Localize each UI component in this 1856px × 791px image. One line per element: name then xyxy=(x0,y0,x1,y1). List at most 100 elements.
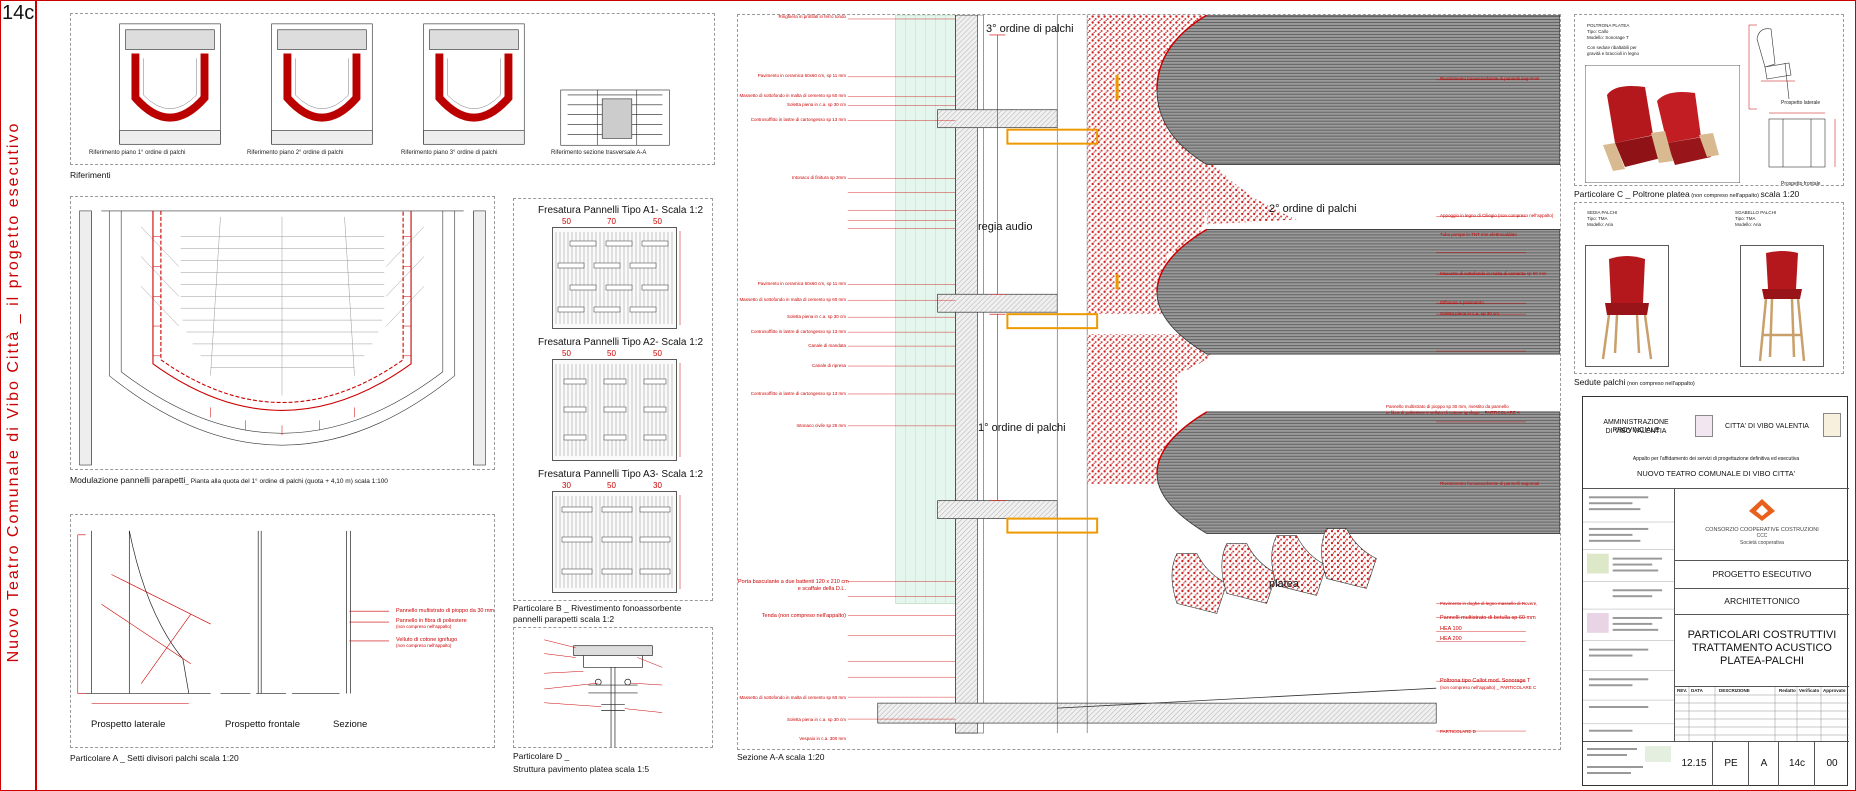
tb-designers-list xyxy=(1583,496,1674,732)
sedia-palchi-image xyxy=(1585,245,1669,367)
section-left-note-14: Intonaco civile sp 25 mm xyxy=(796,423,846,428)
section-left-note-2: Pavimento in ceramica 60x60 cm, sp 11 mm xyxy=(757,73,846,78)
panel-a2-drawing xyxy=(552,359,681,461)
tb-rev-header-2: DATA xyxy=(1691,688,1703,693)
ref-thumb-2-label: Riferimento piano 2° ordine di palchi xyxy=(247,150,344,156)
section-right-note-5: Diffusore a pavimento xyxy=(1440,300,1484,305)
tb-drawing-title-3: PLATEA-PALCHI xyxy=(1720,655,1804,667)
tb-consortium-1: CONSORZIO COOPERATIVE COSTRUZIONI xyxy=(1705,527,1819,533)
sgabello-label-1: SGABELLO PALCHI xyxy=(1735,210,1777,215)
section-right-note-15: (non compreso nell'appalto) _ PARTICOLAR… xyxy=(1440,685,1537,690)
pc-note-5: gravità e braccioli in legno xyxy=(1587,51,1640,56)
tb-code-strip: 12.15 PE A 14c 00 xyxy=(1583,741,1849,786)
particolare-d-drawing xyxy=(544,639,663,747)
section-left-note-8: Massetto di sottofondo in malta di cemen… xyxy=(739,297,846,302)
section-label-order1: 1° ordine di palchi xyxy=(978,422,1066,434)
section-left-note-4: Soletta piena in c.a. sp 30 cm xyxy=(786,102,846,107)
sgabello-label-2: Tipo: TMA xyxy=(1735,216,1756,221)
tb-code-cells: 12.15 PE A 14c 00 xyxy=(1675,742,1849,786)
panel-a3-drawing xyxy=(552,491,681,593)
sedute-panel: SEDIA PALCHI Tipo: TMA Modello: Aria SGA… xyxy=(1574,202,1844,374)
section-right-note-3: Tubo pompe in TNT mm elettrosaldato xyxy=(1440,232,1517,237)
tb-discipline-box: ARCHITETTONICO xyxy=(1675,589,1849,615)
sgabello-label-3: Modello: Aria xyxy=(1735,222,1762,227)
panel-a1-title: Fresatura Pannelli Tipo A1- Scala 1:2 xyxy=(538,205,704,216)
tb-code-1: 12.15 xyxy=(1681,758,1707,769)
section-left-note-1: Ringhiera in profilati in ferro tondo xyxy=(778,14,846,19)
panel-a1-drawing xyxy=(552,227,681,329)
plan-caption: Modulazione pannelli parapetti_ Pianta a… xyxy=(70,475,388,485)
particolare-c-panel: POLTRONA PLATEA Tipo: Callo Modello: Son… xyxy=(1574,14,1844,187)
tb-consortium-2: CCC xyxy=(1756,533,1768,539)
pa-view-lateral: Prospetto laterale xyxy=(91,719,166,730)
pc-note-1: POLTRONA PLATEA xyxy=(1587,23,1630,28)
panel-a3-dim-2: 50 xyxy=(607,481,616,490)
sedute-caption-main: Sedute palchi xyxy=(1574,377,1626,387)
section-left-note-11: Canale di mandata xyxy=(808,343,846,348)
tb-consortium: CONSORZIO COOPERATIVE COSTRUZIONI CCC So… xyxy=(1675,489,1849,561)
consortium-logo-icon xyxy=(1749,499,1775,521)
tb-drawing-title-2: TRATTAMENTO ACUSTICO xyxy=(1692,642,1832,654)
section-right-note-12: HEA 100 xyxy=(1440,626,1462,632)
section-right-note-8: in fibra di poliestere e velluto di coto… xyxy=(1386,410,1520,415)
poltrona-image xyxy=(1585,65,1740,183)
tb-rev-header-1: REV. xyxy=(1677,688,1688,693)
particolare-d-panel xyxy=(513,627,713,748)
ref-thumb-3-label: Riferimento piano 3° ordine di palchi xyxy=(401,150,498,156)
section-left-note-13: Controsoffitto in lastre di cartongesso … xyxy=(750,391,846,396)
section-left-note-5: Controsoffitto in lastre di cartongesso … xyxy=(750,117,846,122)
ref-thumb-4-label: Riferimento sezione trasversale A-A xyxy=(551,150,647,156)
pa-note-1: Pannello multistrato di pioppo da 30 mm xyxy=(396,608,495,614)
tb-revision-grid xyxy=(1675,687,1849,741)
particolare-b-caption-1: Particolare B _ Rivestimento fonoassorbe… xyxy=(513,603,682,613)
section-left-note-17: Tenda (non compreso nell'appalto) xyxy=(761,613,846,619)
tb-drawing-title-box: PARTICOLARI COSTRUTTIVI TRATTAMENTO ACUS… xyxy=(1675,615,1849,687)
pc-note-4: Con sedute ribaltabili per xyxy=(1587,45,1637,50)
tb-client-left-2: DI VIBO VALENTIA xyxy=(1605,428,1667,435)
pa-note-5: (non compreso nell'appalto) xyxy=(396,643,452,648)
tb-client-left-1: AMMINISTRAZIONE PROVINCIALE xyxy=(1603,419,1669,435)
tb-code-left-info xyxy=(1587,746,1671,774)
section-left-note-15: Porta basculante a due battenti 120 x 21… xyxy=(738,579,849,585)
references-panel: Riferimento piano 1° ordine di palchi Ri… xyxy=(70,13,715,165)
tb-code-2: PE xyxy=(1724,758,1738,769)
reference-thumbnails xyxy=(119,23,670,146)
pa-note-4: Velluto di cotone ignifugo xyxy=(396,637,458,643)
particolare-b-caption-2: pannelli parapetti scala 1:2 xyxy=(513,614,615,624)
section-right-note-1: Rivestimento fonoassorbente di pannelli … xyxy=(1440,76,1540,81)
panel-a2-dim-1: 50 xyxy=(562,349,571,358)
section-right-note-9: Rivestimento fonoassorbente di pannelli … xyxy=(1440,481,1540,486)
pc-note-2: Tipo: Callo xyxy=(1587,29,1609,34)
section-right-note-4: Massetto di sottofondo in malta di cemen… xyxy=(1440,271,1547,276)
section-left-note-12: Canale di ripresa xyxy=(811,363,846,368)
particolare-a-drawing xyxy=(77,530,390,704)
tb-header: AMMINISTRAZIONE PROVINCIALE DI VIBO VALE… xyxy=(1583,397,1849,489)
tb-rev-header-4: Redatto xyxy=(1779,688,1796,693)
particolare-c-caption: Particolare C _ Poltrone platea (non com… xyxy=(1574,189,1799,199)
province-crest-icon xyxy=(1695,415,1713,437)
section-label-platea: platea xyxy=(1269,578,1299,590)
poltrona-elevations xyxy=(1748,24,1836,168)
section-right-note-7: Pannello multistrato di pioppo sp 30 mm,… xyxy=(1386,404,1509,409)
panel-a3-title: Fresatura Pannelli Tipo A3- Scala 1:2 xyxy=(538,469,704,480)
sedute-caption: Sedute palchi (non compreso nell'appalto… xyxy=(1574,377,1695,387)
city-crest-icon xyxy=(1823,413,1841,437)
panel-a2-dim-2: 50 xyxy=(607,349,616,358)
particolare-a-caption: Particolare A _ Setti divisori palchi sc… xyxy=(70,753,239,763)
section-label-order3: 3° ordine di palchi xyxy=(986,23,1074,35)
section-right-note-16: PARTICOLARE D xyxy=(1440,729,1476,734)
section-right-note-10: Pavimento in doghe di legno massello di … xyxy=(1440,601,1538,606)
tb-phase: PROGETTO ESECUTIVO xyxy=(1712,569,1812,579)
section-left-note-19: Soletta piena in c.a. sp 30 cm xyxy=(786,717,846,722)
tb-designers-column xyxy=(1583,489,1675,741)
plan-caption-main: Modulazione pannelli parapetti xyxy=(70,475,186,485)
section-label-regia: regia audio xyxy=(978,221,1033,233)
tb-client-right: CITTA' DI VIBO VALENTIA xyxy=(1725,423,1809,430)
sedia-label-3: Modello: Aria xyxy=(1587,222,1614,227)
pa-note-2: Pannello in fibra di poliestere xyxy=(396,618,467,624)
theatre-plan-drawing xyxy=(79,210,486,466)
section-left-note-18: Massetto di sottofondo in malta di cemen… xyxy=(739,695,846,700)
section-left-note-10: Controsoffitto in lastre di cartongesso … xyxy=(750,329,846,334)
pc-caption-note: (non compreso nell'appalto) xyxy=(1689,193,1761,199)
